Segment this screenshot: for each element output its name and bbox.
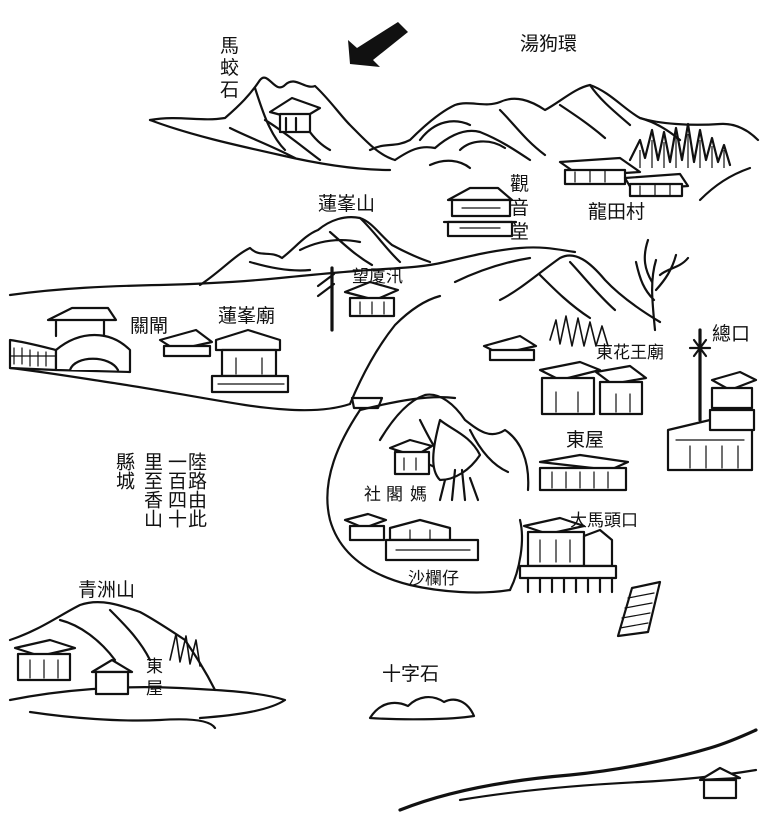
label-majiaoshi-3: 石 bbox=[220, 79, 239, 101]
label-lianfengshan: 蓮峯山 bbox=[318, 193, 375, 215]
central-peninsula bbox=[326, 396, 524, 594]
houses-longtiancun bbox=[558, 156, 690, 198]
building-donghuawangmiao bbox=[482, 334, 648, 416]
label-mageshe-3: 社 bbox=[364, 485, 381, 505]
building-magemiao bbox=[343, 438, 480, 562]
right-hill bbox=[498, 254, 662, 347]
building-lianfengmiao bbox=[158, 328, 290, 394]
lianfengshan-mountain bbox=[198, 216, 432, 287]
label-dongwu-lower-2: 屋 bbox=[146, 679, 163, 699]
label-wangxiaxun: 望厦汛 bbox=[352, 267, 403, 287]
building-wangxiaxun bbox=[316, 266, 400, 332]
label-guanzha: 關閘 bbox=[130, 315, 168, 337]
label-mageshe-2: 閣 bbox=[386, 485, 403, 505]
label-majiaoshi-1: 馬 bbox=[220, 35, 239, 57]
north-arrow-icon bbox=[348, 22, 408, 67]
label-mageshe-1: 媽 bbox=[410, 485, 427, 505]
bottom-coastline bbox=[398, 728, 758, 812]
qingzhoushan-island bbox=[8, 601, 287, 730]
label-tanghuhuan: 湯狗環 bbox=[520, 33, 577, 55]
label-donghuawangmiao: 東花王廟 bbox=[596, 343, 664, 363]
route-note: 陸路由此 一百四十 里至香山 縣城 bbox=[113, 452, 207, 528]
label-zongkou: 總口 bbox=[712, 323, 750, 345]
boat-ramp bbox=[616, 580, 662, 638]
bare-tree bbox=[634, 238, 690, 332]
label-qingzhoushan: 青洲山 bbox=[78, 579, 135, 601]
label-guanyintang-2: 音 bbox=[510, 197, 529, 219]
label-longtiancun: 龍田村 bbox=[588, 201, 645, 223]
houses-dongwu bbox=[538, 453, 630, 492]
building-guanyintang bbox=[442, 186, 518, 238]
label-majiaoshi-2: 蛟 bbox=[220, 57, 239, 79]
labels: 馬 蛟 石 湯狗環 觀 音 堂 蓮峯山 龍田村 望厦汛 蓮峯廟 關閘 總口 東花… bbox=[78, 33, 750, 699]
building-zongkou bbox=[666, 328, 758, 472]
building-guanzha bbox=[8, 306, 132, 374]
building-damatou bbox=[518, 516, 618, 594]
central-hill bbox=[378, 393, 530, 502]
route-note-col-2: 一百四十 bbox=[165, 452, 187, 528]
label-shalanzai: 沙欄仔 bbox=[408, 569, 459, 589]
label-dongwu-lower-1: 東 bbox=[146, 657, 163, 677]
label-lianfengmiao: 蓮峯廟 bbox=[218, 305, 275, 327]
route-note-col-4: 縣城 bbox=[113, 452, 135, 490]
route-note-col-3: 里至香山 bbox=[141, 452, 163, 528]
label-guanyintang-1: 觀 bbox=[510, 173, 529, 195]
building-majiaoshi bbox=[268, 96, 322, 134]
isthmus-causeway bbox=[8, 246, 577, 412]
label-shizishi: 十字石 bbox=[382, 663, 439, 685]
tree-grove-top-right bbox=[628, 122, 732, 168]
label-damatoukou: 大馬頭口 bbox=[570, 511, 638, 531]
label-guanyintang-3: 堂 bbox=[510, 221, 529, 243]
route-note-col-1: 陸路由此 bbox=[185, 452, 207, 528]
label-dongwu: 東屋 bbox=[566, 429, 604, 451]
shizishi-rock bbox=[368, 696, 476, 721]
